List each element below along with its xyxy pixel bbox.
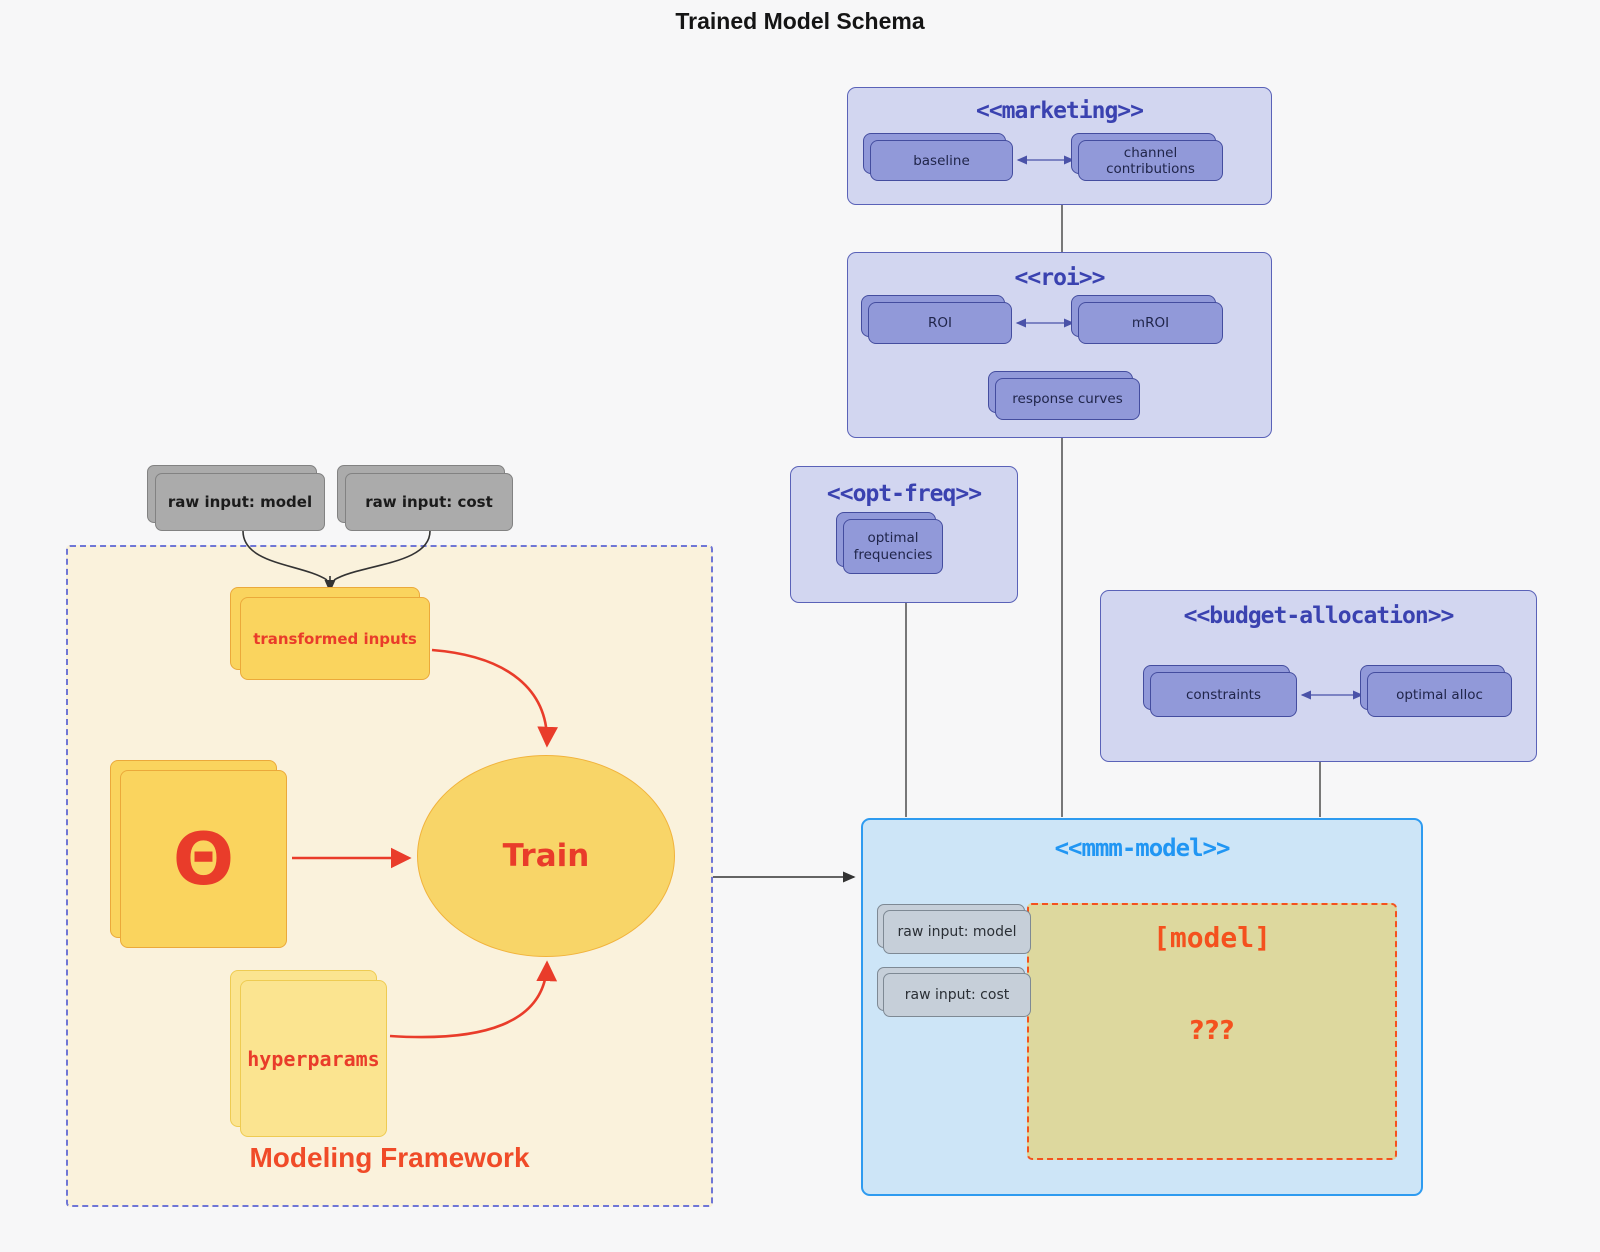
modeling-framework-label: Modeling Framework (249, 1142, 530, 1173)
raw-input-cost-label: raw input: cost (365, 493, 493, 511)
mmm-raw-input-model-label: raw input: model (897, 924, 1017, 940)
node-train: Train (417, 755, 675, 957)
mroi-label: mROI (1131, 315, 1170, 331)
node-optimal-alloc: optimal alloc (1367, 672, 1512, 717)
node-response-curves: response curves (995, 378, 1140, 420)
constraints-label: constraints (1185, 686, 1262, 703)
node-mroi: mROI (1078, 302, 1223, 344)
node-theta: Θ (120, 770, 287, 948)
roi-label: ROI (928, 315, 952, 331)
group-marketing-title: <<marketing>> (975, 98, 1144, 124)
raw-input-model-label: raw input: model (167, 493, 313, 511)
hyperparams-label: hyperparams (247, 1046, 380, 1071)
diagram-title: Trained Model Schema (675, 8, 925, 34)
model-placeholder-label: [model] (1152, 921, 1271, 954)
train-label: Train (502, 838, 590, 874)
unknown-label: ??? (1189, 1016, 1235, 1046)
optimal-alloc-label: optimal alloc (1396, 686, 1483, 703)
node-raw-input-cost: raw input: cost (345, 473, 513, 531)
group-budget-allocation-title: <<budget-allocation>> (1183, 603, 1455, 629)
channel-contributions-label: channel contributions (1106, 144, 1195, 177)
node-mmm-raw-input-cost: raw input: cost (883, 973, 1031, 1017)
node-mmm-raw-input-model: raw input: model (883, 910, 1031, 954)
group-opt-freq-title: <<opt-freq>> (826, 481, 982, 507)
group-roi-title: <<roi>> (1014, 265, 1106, 291)
node-baseline: baseline (870, 140, 1013, 181)
node-hyperparams: hyperparams (240, 980, 387, 1137)
theta-label: Θ (172, 817, 235, 901)
node-constraints: constraints (1150, 672, 1297, 717)
node-transformed-inputs: transformed inputs (240, 597, 430, 680)
optimal-frequencies-label: optimal frequencies (853, 529, 933, 563)
node-optimal-frequencies: optimal frequencies (843, 519, 943, 574)
baseline-label: baseline (913, 152, 970, 169)
mmm-raw-input-cost-label: raw input: cost (904, 987, 1010, 1003)
transformed-inputs-label: transformed inputs (253, 629, 417, 648)
node-raw-input-model: raw input: model (155, 473, 325, 531)
node-channel-contributions: channel contributions (1078, 140, 1223, 181)
response-curves-label: response curves (1012, 391, 1123, 407)
node-roi: ROI (868, 302, 1012, 344)
group-mmm-model-title: <<mmm-model>> (1054, 834, 1231, 862)
model-placeholder-box: [model] ??? (1027, 903, 1397, 1160)
